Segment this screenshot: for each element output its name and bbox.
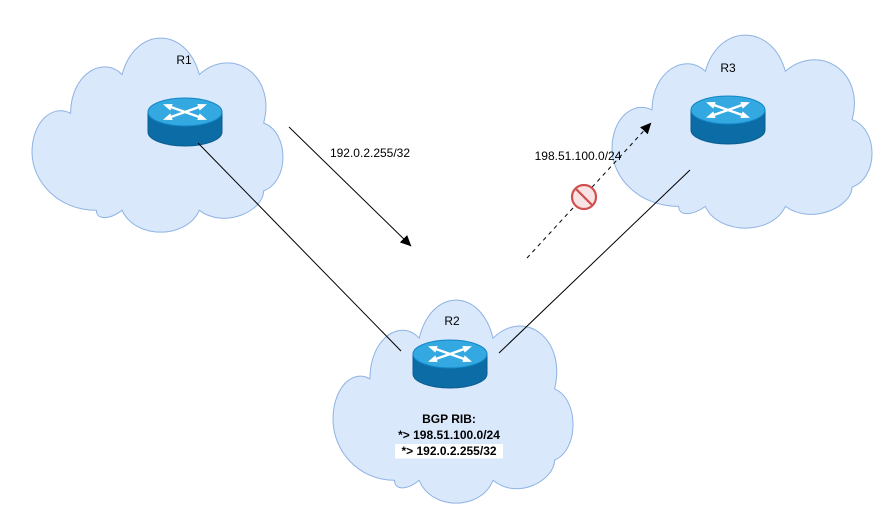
advertisement-r1-to-r2: 192.0.2.255/32 (288, 126, 412, 247)
node-r2: R2 BGP RIB: *> 198.51.100.0/24 *> 192.0.… (333, 300, 573, 503)
router-icon-r2 (411, 338, 489, 390)
node-r1: R1 (30, 36, 285, 235)
no-advertise-icon (570, 183, 598, 211)
no-advertise-icon-slash (575, 188, 593, 206)
rib-entry-highlight-bg (395, 444, 503, 459)
advert-arrow-r1-r2 (288, 126, 412, 247)
advert-label-r2-r3: 198.51.100.0/24 (535, 149, 622, 163)
router-icon-r3 (689, 94, 767, 146)
router-icon-r1 (146, 96, 224, 148)
node-r1-label: R1 (176, 53, 192, 67)
link-r1-r2 (197, 142, 402, 352)
advertisement-r2-to-r3: 198.51.100.0/24 (526, 122, 652, 259)
bgp-rib-entry-2: *> 192.0.2.255/32 (401, 444, 496, 458)
node-r3: R3 (610, 33, 874, 231)
bgp-rib-title: BGP RIB: (422, 412, 476, 426)
cloud-r2 (333, 300, 573, 503)
node-r2-label: R2 (444, 314, 460, 328)
node-r3-label: R3 (720, 61, 736, 75)
advert-label-r1-r2: 192.0.2.255/32 (330, 146, 410, 160)
bgp-rib-entry-1: *> 198.51.100.0/24 (398, 428, 500, 442)
link-r2-r3 (498, 169, 691, 354)
